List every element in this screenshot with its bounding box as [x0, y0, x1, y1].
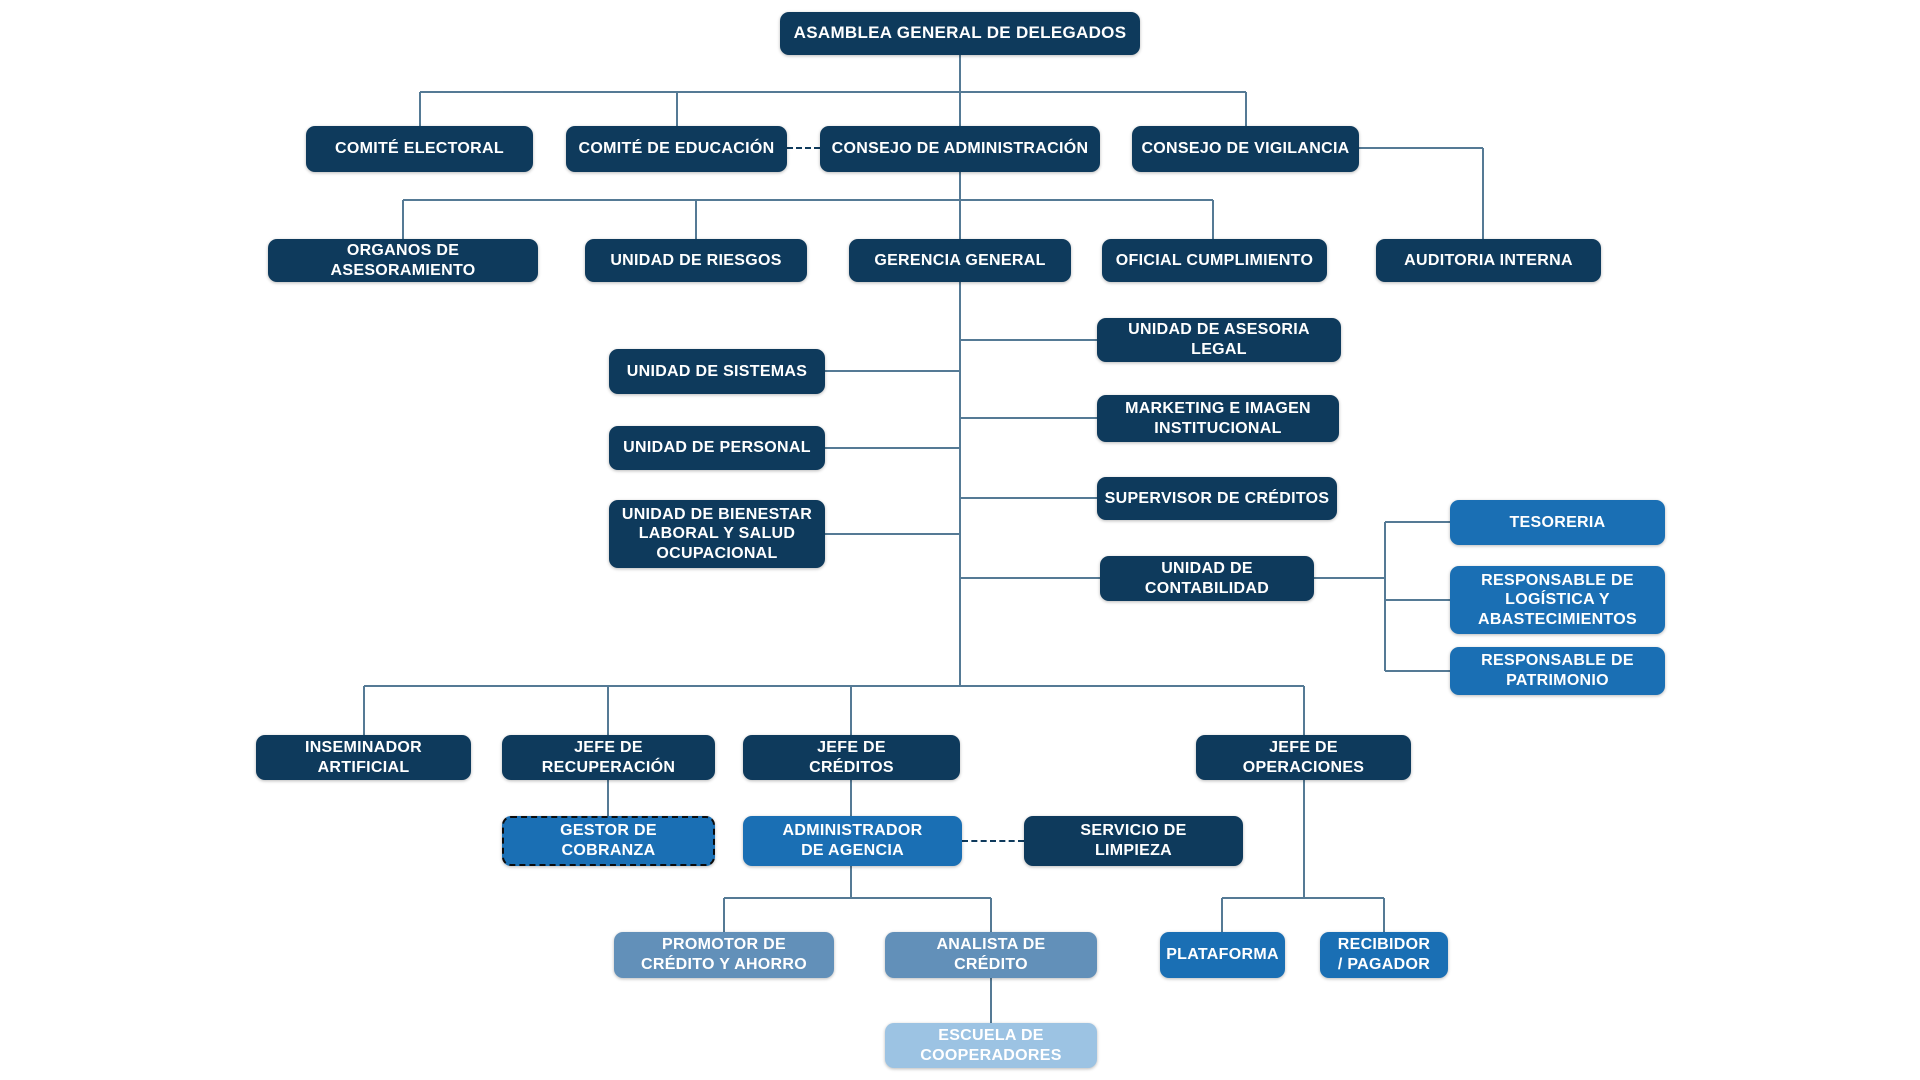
node-promotor: PROMOTOR DE CRÉDITO Y AHORRO	[614, 932, 834, 978]
node-supervisor: SUPERVISOR DE CRÉDITOS	[1097, 477, 1337, 520]
node-tesoreria: TESORERIA	[1450, 500, 1665, 545]
node-gestor: GESTOR DE COBRANZA	[502, 816, 715, 866]
connector-line	[676, 92, 678, 126]
connector-line	[1383, 898, 1385, 932]
connector-line	[825, 370, 960, 372]
connector-line	[607, 780, 609, 816]
connector-line	[850, 686, 852, 735]
node-oficial: OFICIAL CUMPLIMIENTO	[1102, 239, 1327, 282]
connector-line	[959, 92, 961, 126]
connector-line	[1385, 670, 1450, 672]
connector-line	[1384, 522, 1386, 671]
connector-line	[1303, 686, 1305, 735]
node-gerencia: GERENCIA GENERAL	[849, 239, 1071, 282]
node-bienestar: UNIDAD DE BIENESTAR LABORAL Y SALUD OCUP…	[609, 500, 825, 568]
connector-line	[402, 200, 404, 239]
connector-line	[1385, 599, 1450, 601]
connector-line	[1314, 577, 1385, 579]
connector-line	[607, 686, 609, 735]
node-jefe-recuperacion: JEFE DE RECUPERACIÓN	[502, 735, 715, 780]
connector-line	[420, 91, 1246, 93]
connector-line	[1212, 200, 1214, 239]
node-riesgos: UNIDAD DE RIESGOS	[585, 239, 807, 282]
node-inseminador: INSEMINADOR ARTIFICIAL	[256, 735, 471, 780]
connector-line	[825, 533, 960, 535]
node-asesoria-legal: UNIDAD DE ASESORIA LEGAL	[1097, 318, 1341, 362]
connector-line	[990, 898, 992, 932]
node-consejo-vigilancia: CONSEJO DE VIGILANCIA	[1132, 126, 1359, 172]
node-patrimonio: RESPONSABLE DE PATRIMONIO	[1450, 647, 1665, 695]
connector-line	[363, 686, 365, 735]
node-personal: UNIDAD DE PERSONAL	[609, 426, 825, 470]
connector-line	[787, 147, 820, 149]
connector-line	[724, 897, 991, 899]
connector-line	[850, 866, 852, 898]
connector-line	[1303, 780, 1305, 898]
connector-line	[695, 200, 697, 239]
node-servicio: SERVICIO DE LIMPIEZA	[1024, 816, 1243, 866]
connector-line	[959, 172, 961, 239]
node-logistica: RESPONSABLE DE LOGÍSTICA Y ABASTECIMIENT…	[1450, 566, 1665, 634]
node-comite-educacion: COMITÉ DE EDUCACIÓN	[566, 126, 787, 172]
node-administrador: ADMINISTRADOR DE AGENCIA	[743, 816, 962, 866]
node-recibidor: RECIBIDOR / PAGADOR	[1320, 932, 1448, 978]
connector-line	[723, 898, 725, 932]
connector-line	[1359, 147, 1483, 149]
connector-line	[960, 339, 1097, 341]
connector-line	[1482, 148, 1484, 239]
connector-line	[364, 685, 1304, 687]
node-jefe-operaciones: JEFE DE OPERACIONES	[1196, 735, 1411, 780]
node-contabilidad: UNIDAD DE CONTABILIDAD	[1100, 556, 1314, 601]
connector-line	[850, 780, 852, 816]
connector-line	[962, 840, 1024, 842]
node-auditoria: AUDITORIA INTERNA	[1376, 239, 1601, 282]
node-plataforma: PLATAFORMA	[1160, 932, 1285, 978]
connector-line	[825, 447, 960, 449]
connector-line	[960, 497, 1097, 499]
node-analista: ANALISTA DE CRÉDITO	[885, 932, 1097, 978]
node-consejo-admin: CONSEJO DE ADMINISTRACIÓN	[820, 126, 1100, 172]
connector-line	[1221, 898, 1223, 932]
connector-line	[959, 282, 961, 686]
node-jefe-creditos: JEFE DE CRÉDITOS	[743, 735, 960, 780]
connector-line	[960, 577, 1100, 579]
node-asamblea: ASAMBLEA GENERAL DE DELEGADOS	[780, 12, 1140, 55]
node-escuela: ESCUELA DE COOPERADORES	[885, 1023, 1097, 1068]
connector-line	[419, 92, 421, 126]
node-comite-electoral: COMITÉ ELECTORAL	[306, 126, 533, 172]
connector-line	[403, 199, 1213, 201]
connector-line	[1385, 521, 1450, 523]
connector-line	[1222, 897, 1384, 899]
connector-line	[959, 55, 961, 92]
connector-line	[960, 417, 1097, 419]
connector-line	[990, 978, 992, 1023]
connector-line	[1245, 92, 1247, 126]
node-sistemas: UNIDAD DE SISTEMAS	[609, 349, 825, 394]
node-organos: ORGANOS DE ASESORAMIENTO	[268, 239, 538, 282]
node-marketing: MARKETING E IMAGEN INSTITUCIONAL	[1097, 395, 1339, 442]
